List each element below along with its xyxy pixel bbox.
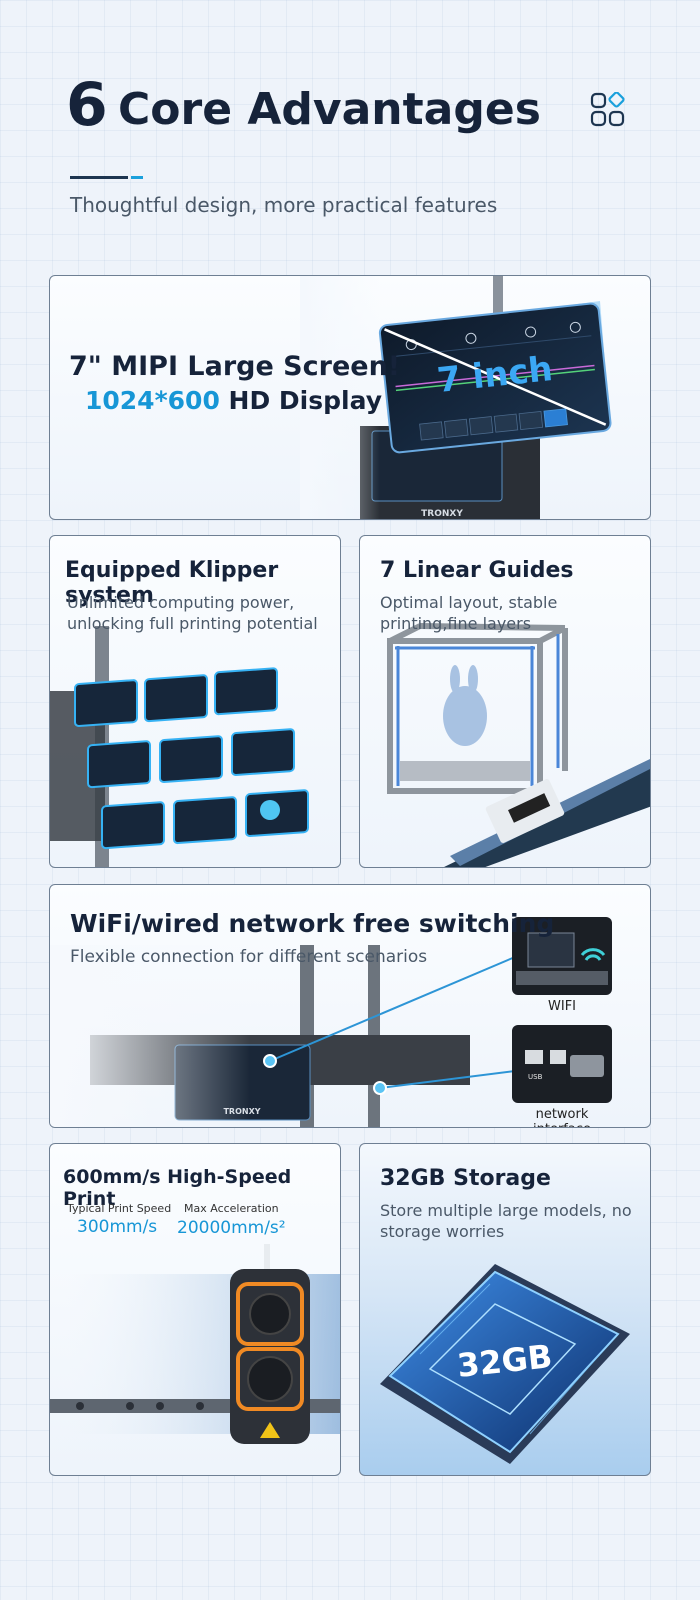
touchscreen-illustration: TRONXY 7 inch [300, 276, 612, 519]
network-illustration: TRONXY USB [50, 917, 612, 1127]
storage-chip-illustration: 32GB [380, 1264, 630, 1464]
klipper-title: Equipped Klipper system [65, 558, 279, 608]
max-acceleration-label: Max Acceleration [184, 1202, 279, 1215]
grid-diamond-icon [590, 92, 625, 127]
page-subtitle: Thoughtful design, more practical featur… [70, 193, 498, 217]
network-interface-label: network interface [533, 1107, 591, 1127]
header-number: 6 [66, 70, 108, 140]
guides-subtitle: Optimal layout, stable printing,fine lay… [380, 593, 558, 633]
feature-card-speed: 600mm/s High-Speed Print Typical Print S… [49, 1143, 341, 1476]
klipper-subtitle: Unlimited computing power, unlocking ful… [67, 593, 318, 633]
wifi-label: WIFI [548, 999, 576, 1014]
storage-subtitle: Store multiple large models, no storage … [380, 1201, 632, 1241]
screen-resolution: 1024*600 HD Display [85, 386, 382, 415]
resolution-value: 1024*600 [85, 386, 220, 415]
brand-label: TRONXY [421, 509, 463, 519]
feature-card-guides: 7 Linear Guides Optimal layout, stable p… [359, 535, 651, 868]
title-underline-accent [131, 176, 143, 179]
typical-speed-label: Typical Print Speed [67, 1202, 172, 1215]
speed-title: 600mm/s High-Speed Print [63, 1166, 292, 1210]
toolhead-illustration [50, 1244, 340, 1444]
page-title: Core Advantages [118, 84, 541, 135]
title-underline [70, 176, 128, 179]
linear-guides-illustration [387, 623, 650, 867]
feature-card-storage: 32GB 32GB Storage Store multiple large m… [359, 1143, 651, 1476]
feature-card-screen: TRONXY 7 inch 7" MIPI Large Screen! 1024… [49, 275, 651, 520]
typical-speed-value: 300mm/s [77, 1217, 158, 1237]
feature-card-network: TRONXY USB WiFi/wired network free switc… [49, 884, 651, 1128]
usb-label: USB [528, 1073, 543, 1081]
guides-title: 7 Linear Guides [380, 558, 574, 583]
max-acceleration-value: 20000mm/s² [177, 1218, 286, 1238]
screen-title: 7" MIPI Large Screen! [69, 351, 401, 382]
resolution-suffix: HD Display [219, 386, 382, 415]
network-subtitle: Flexible connection for different scenar… [70, 947, 428, 967]
feature-card-klipper: Equipped Klipper system Unlimited comput… [49, 535, 341, 868]
storage-title: 32GB Storage [380, 1166, 551, 1191]
klipper-screens-illustration [50, 626, 309, 867]
network-title: WiFi/wired network free switching [70, 909, 555, 938]
